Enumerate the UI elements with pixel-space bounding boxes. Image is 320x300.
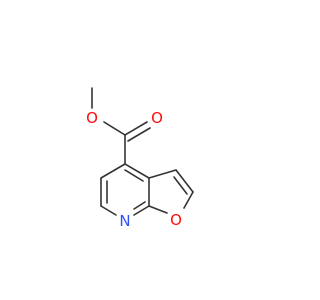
bond-o-carbonyl-c bbox=[103, 121, 126, 136]
bond-n-c7a bbox=[133, 205, 150, 216]
bond-c2-o bbox=[183, 191, 194, 209]
bond-o-c7a bbox=[148, 205, 168, 214]
molecule-structure: O O O N bbox=[86, 87, 194, 230]
bond-c-o-double-a bbox=[124, 121, 148, 136]
bond-c-o-double-b bbox=[127, 127, 151, 142]
atom-labels: O O O N bbox=[86, 109, 182, 230]
bond-c3a-c4-inner bbox=[124, 169, 144, 182]
bond-c3a-c4 bbox=[124, 163, 150, 179]
bond-c4-c5 bbox=[100, 163, 126, 179]
bond-n-c7a-inner bbox=[133, 201, 146, 210]
atom-n-pyridine: N bbox=[119, 212, 130, 230]
atom-o-carbonyl: O bbox=[151, 109, 163, 127]
atom-o-furan: O bbox=[170, 211, 182, 229]
bond-c3-c2 bbox=[175, 169, 194, 193]
bonds bbox=[91, 87, 194, 216]
bond-c6-n bbox=[100, 205, 117, 216]
atom-o-methoxy: O bbox=[86, 109, 98, 127]
bond-c3a-c3 bbox=[148, 169, 177, 179]
bond-c3-c2-inner bbox=[173, 176, 188, 195]
